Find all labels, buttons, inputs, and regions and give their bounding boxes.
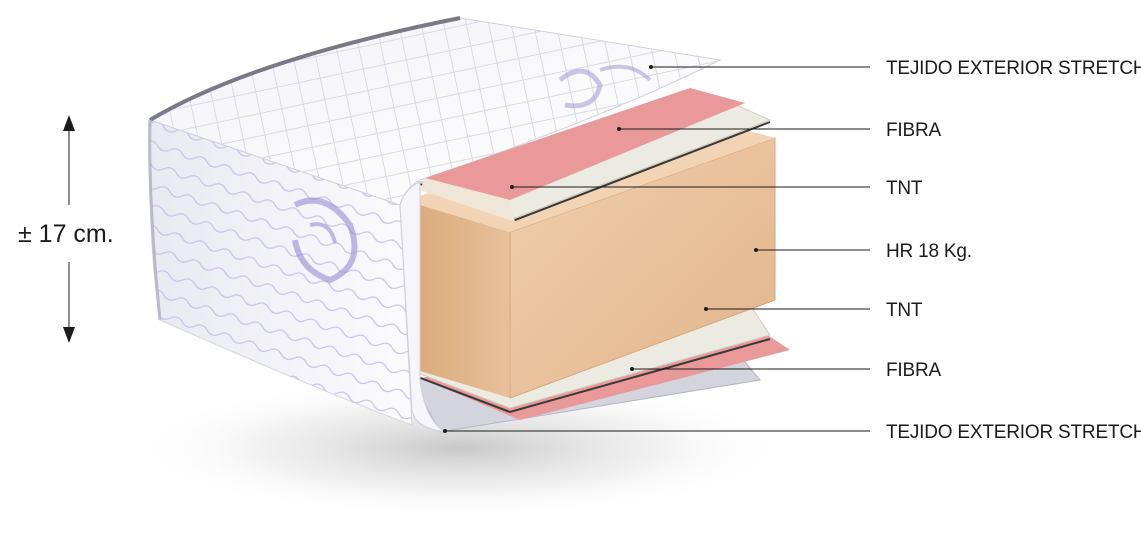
callout-dot	[704, 307, 708, 311]
callout-label: FIBRA	[886, 120, 941, 141]
callout-dot	[649, 65, 653, 69]
callout-label: TNT	[886, 300, 923, 321]
callout-label: TNT	[886, 178, 923, 199]
callout-1: TEJIDO EXTERIOR STRETCH	[649, 58, 1141, 79]
arrow-down-icon	[63, 327, 75, 343]
thickness-label: ± 17 cm.	[18, 220, 114, 248]
mattress-illustration	[150, 18, 790, 432]
callout-4: HR 18 Kg.	[754, 241, 972, 262]
callout-dot	[617, 127, 621, 131]
arrow-up-icon	[63, 115, 75, 131]
callout-label: FIBRA	[886, 360, 941, 381]
callout-label: HR 18 Kg.	[886, 241, 972, 262]
callout-dot	[510, 185, 514, 189]
callout-dot	[630, 367, 634, 371]
callout-dot	[754, 248, 758, 252]
callout-dot	[443, 429, 447, 433]
callout-label: TEJIDO EXTERIOR STRETCH	[886, 58, 1141, 79]
thickness-dimension: ± 17 cm.	[18, 115, 114, 343]
callout-label: TEJIDO EXTERIOR STRETCH	[886, 422, 1141, 443]
